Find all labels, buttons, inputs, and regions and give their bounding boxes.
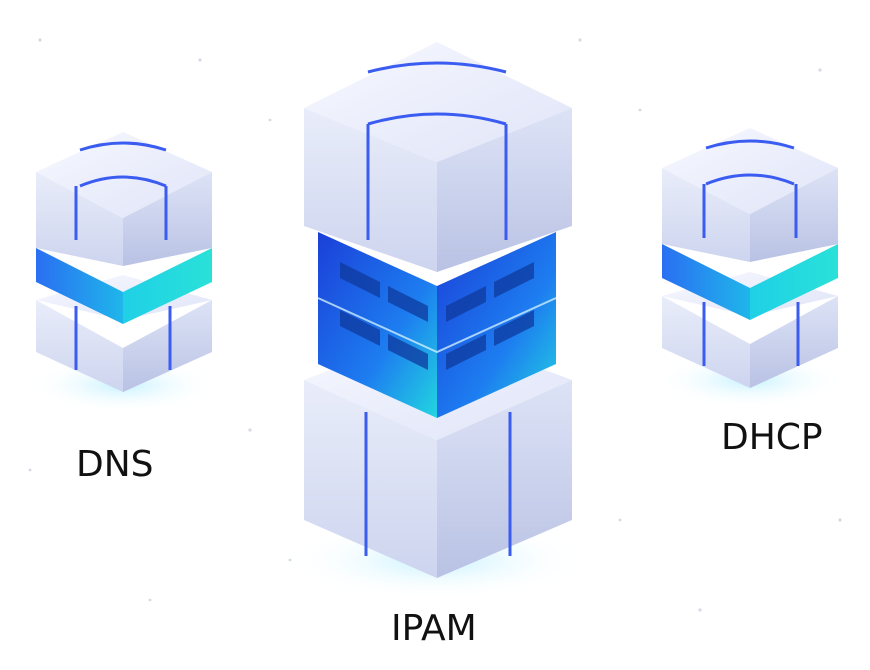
dns-server-icon	[28, 132, 218, 413]
chip-grid	[340, 262, 534, 370]
ipam-label: IPAM	[391, 608, 477, 649]
ipam-server-icon	[287, 42, 587, 600]
dhcp-server-icon	[655, 128, 845, 408]
dns-label: DNS	[76, 444, 154, 485]
dhcp-label: DHCP	[721, 417, 823, 458]
